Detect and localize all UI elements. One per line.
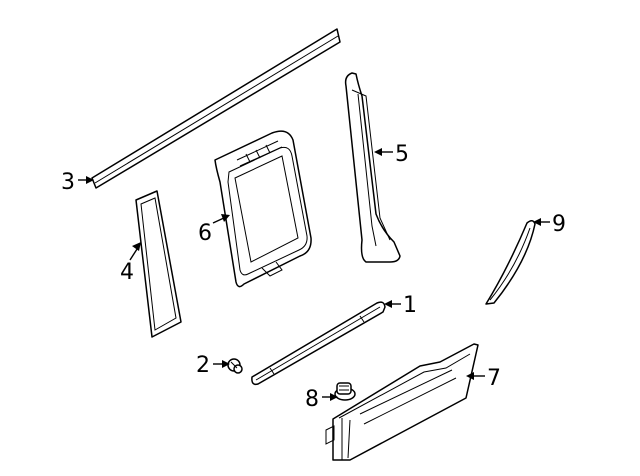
part-6-quarter-trim-panel <box>214 130 312 288</box>
callout-7: 7 <box>487 366 501 391</box>
callout-2: 2 <box>196 353 210 378</box>
part-1-rocker-molding <box>251 301 386 386</box>
callout-leaders <box>78 148 550 401</box>
part-3-belt-molding <box>91 28 341 189</box>
part-2-clip <box>227 358 243 374</box>
part-5-pillar-trim <box>344 72 401 263</box>
callout-6: 6 <box>198 221 212 246</box>
callout-4: 4 <box>120 260 134 285</box>
part-7-rocker-panel <box>325 343 479 461</box>
part-8-retainer <box>334 382 356 401</box>
callout-9: 9 <box>552 212 566 237</box>
callout-5: 5 <box>395 142 409 167</box>
callout-1: 1 <box>403 293 417 318</box>
callout-3: 3 <box>61 170 75 195</box>
part-9-arch-molding <box>485 220 536 305</box>
callout-8: 8 <box>305 387 319 412</box>
part-4-pillar-applique <box>135 190 182 338</box>
